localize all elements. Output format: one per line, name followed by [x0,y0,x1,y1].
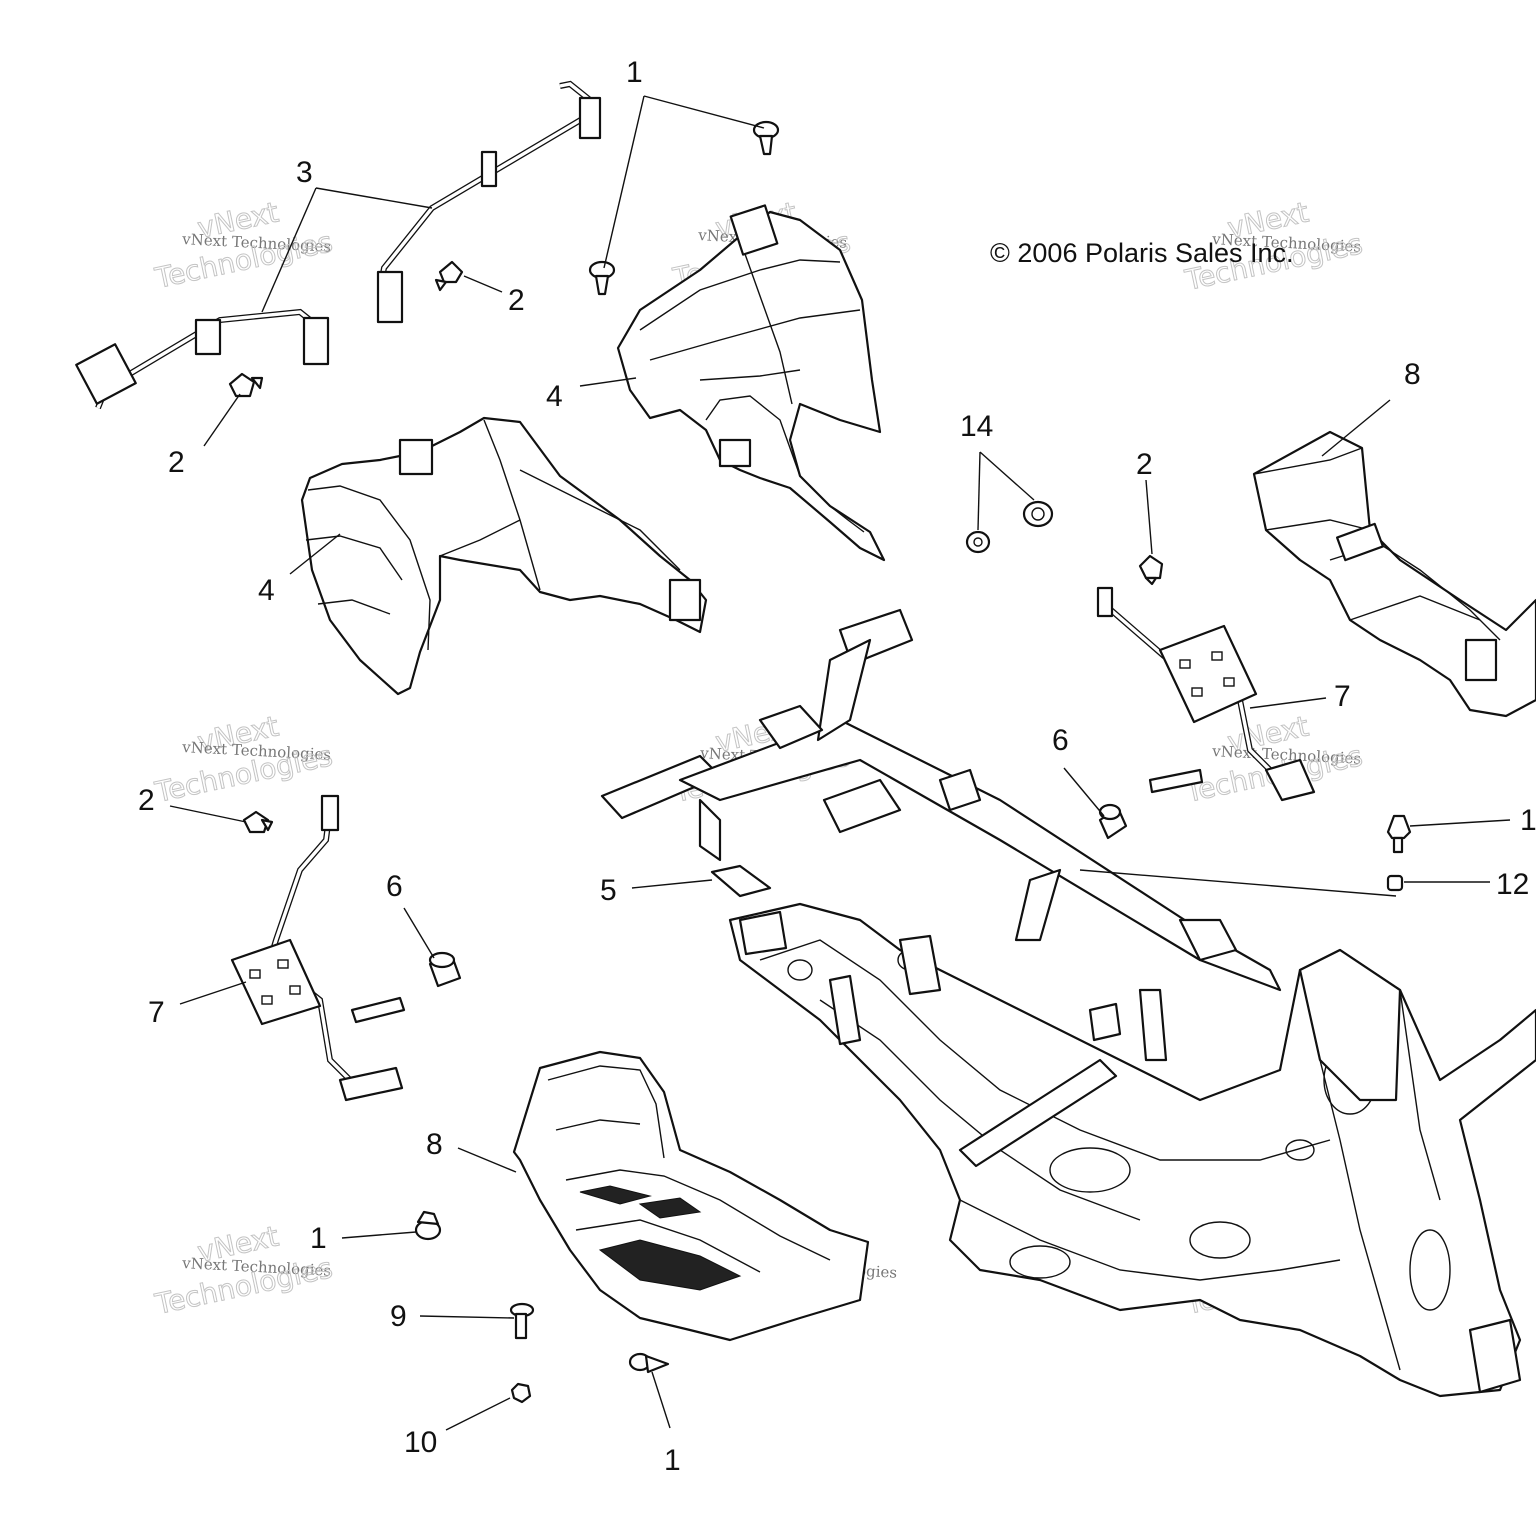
callout-2-a: 2 [508,284,525,317]
footwell-left [512,1050,870,1342]
bolt-fastener-c [1138,554,1164,586]
callout-10: 10 [404,1426,437,1459]
callout-5: 5 [600,874,617,907]
push-clip-fastener-top-right [752,120,780,156]
support-bar-upper [376,80,602,324]
push-clip-fastener-lower-left [414,1210,442,1241]
push-clip-fastener-top-left [588,260,616,296]
bolt-fastener-d [242,810,274,834]
fender-panel-right [616,204,886,562]
fender-panel-left [300,416,708,696]
watermark-middle-left: vNext vNext Technologies Technologies [151,709,336,809]
bushing-12 [1386,874,1404,892]
copyright-notice: © 2006 Polaris Sales Inc. [990,238,1294,268]
bolt-fastener-b [228,372,264,398]
decal [710,864,772,898]
callout-7-a: 7 [1334,680,1351,713]
bushing-right [1098,803,1128,840]
callout-labels: 1 3 2 2 4 4 14 2 8 7 6 1 12 5 2 6 7 8 1 … [138,56,1536,1477]
footrest-bracket-right [1096,586,1316,802]
bolt-9 [509,1302,535,1340]
nut-10 [510,1382,532,1404]
footwell-right [1252,430,1536,718]
callout-8-b: 8 [426,1128,443,1161]
footrest-bracket-left [230,794,406,1102]
grommet-b [1022,500,1054,528]
callout-3: 3 [296,156,313,189]
support-bar-lower [75,308,330,410]
callout-2-d: 2 [138,784,155,817]
bolt-fastener-a [434,260,464,292]
callout-1-top: 1 [626,56,643,89]
frame-assembly [600,608,1536,1398]
bushing-left [428,951,462,988]
callout-1-right: 1 [1520,804,1536,837]
watermark-bottom-left: vNext vNext Technologies Technologies [151,1219,336,1321]
grommet-a [965,530,991,554]
callout-1-bottom: 1 [664,1444,681,1477]
callout-4-a: 4 [546,380,563,413]
leader-lines [169,95,1511,1431]
callout-2-c: 2 [1136,448,1153,481]
callout-6-b: 6 [386,870,403,903]
push-clip-fastener-bottom [628,1352,670,1374]
callout-14: 14 [960,410,993,443]
callout-1-b: 1 [310,1222,327,1255]
watermark-middle-right: vNext vNext Technologies Technologies [1181,709,1366,809]
callout-6-a: 6 [1052,724,1069,757]
callout-2-b: 2 [168,446,185,479]
push-clip-fastener-right [1386,814,1412,854]
watermark-top-left: vNext vNext Technologies Technologies [151,195,336,295]
callout-7-b: 7 [148,996,165,1029]
callout-9: 9 [390,1300,407,1333]
callout-12: 12 [1496,868,1529,901]
callout-4-b: 4 [258,574,275,607]
callout-8-a: 8 [1404,358,1421,391]
